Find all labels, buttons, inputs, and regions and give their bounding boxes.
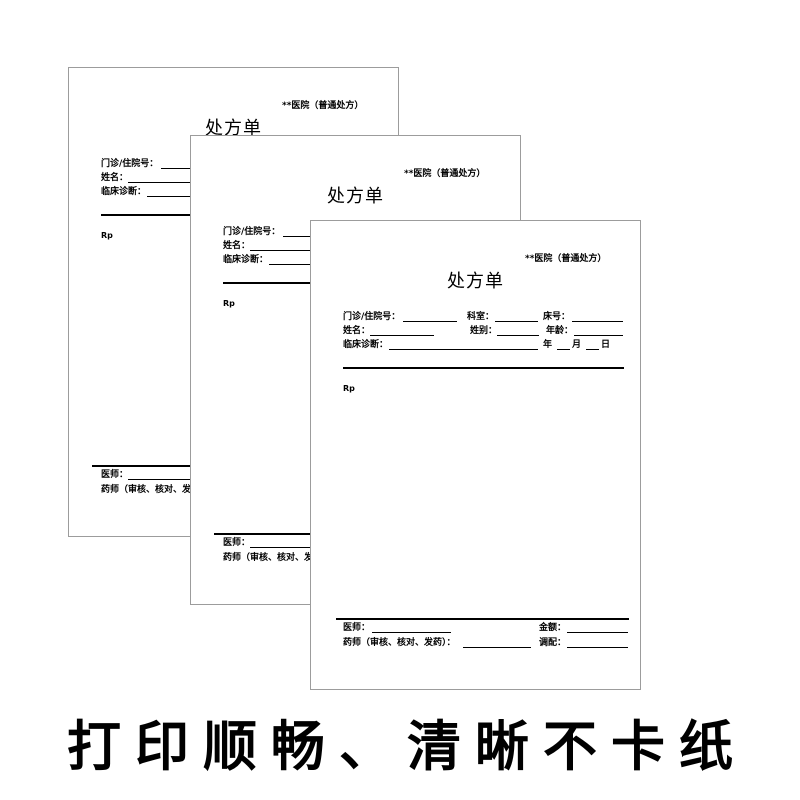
outpatient-no-label: 门诊/住院号： — [343, 312, 401, 322]
diagnosis-label: 临床诊断： — [101, 187, 147, 197]
diagnosis-label: 临床诊断： — [343, 340, 389, 350]
rp-symbol: Rp — [223, 299, 235, 308]
month-blank — [557, 349, 570, 350]
form-title: 处方单 — [447, 271, 504, 292]
outpatient-no-blank — [161, 168, 215, 169]
department-blank — [495, 321, 538, 322]
rp-symbol: Rp — [101, 231, 113, 240]
amount-blank — [567, 632, 628, 633]
month-label: 月 — [572, 340, 582, 350]
doctor-blank — [372, 632, 451, 633]
year-label: 年 — [543, 340, 553, 350]
pharmacist-label: 药师（审核、核对、发药）： — [343, 638, 456, 648]
doctor-label: 医师： — [101, 470, 129, 480]
department-label: 科室： — [467, 312, 495, 322]
hospital-label: **医院（普通处方） — [404, 169, 486, 179]
day-label: 日 — [601, 340, 611, 350]
rp-symbol: Rp — [343, 384, 355, 393]
doctor-blank — [128, 479, 209, 480]
outpatient-no-blank — [403, 321, 457, 322]
doctor-label: 医师： — [343, 623, 371, 633]
doctor-blank — [250, 547, 331, 548]
pharmacist-label: 药师（审核、核对、发 — [101, 485, 192, 495]
pharmacist-blank — [463, 647, 531, 648]
age-blank — [574, 335, 623, 336]
name-blank — [250, 250, 315, 251]
dispense-label: 调配： — [539, 638, 567, 648]
promo-caption: 打印顺畅、清晰不卡纸 — [67, 715, 747, 778]
dispense-blank — [567, 647, 628, 648]
bed-no-label: 床号： — [543, 312, 571, 322]
hospital-label: **医院（普通处方） — [282, 101, 364, 111]
name-label: 姓名： — [223, 241, 251, 251]
age-label: 年龄： — [546, 326, 574, 336]
outpatient-no-label: 门诊/住院号： — [101, 159, 159, 169]
gender-blank — [497, 335, 539, 336]
day-blank — [586, 349, 599, 350]
outpatient-no-label: 门诊/住院号： — [223, 227, 281, 237]
hospital-label: **医院（普通处方） — [525, 254, 607, 264]
doctor-label: 医师： — [223, 538, 251, 548]
pharmacist-label: 药师（审核、核对、发 — [223, 553, 314, 563]
form-title: 处方单 — [205, 118, 262, 139]
name-label: 姓名： — [343, 326, 371, 336]
diagnosis-blank — [389, 349, 538, 350]
name-blank — [370, 335, 434, 336]
name-blank — [128, 182, 193, 183]
header-separator — [343, 367, 624, 369]
amount-label: 金额： — [539, 623, 567, 633]
gender-label: 姓别： — [470, 326, 498, 336]
diagnosis-label: 临床诊断： — [223, 255, 269, 265]
form-title: 处方单 — [327, 186, 384, 207]
name-label: 姓名： — [101, 173, 129, 183]
prescription-sheet-front: **医院（普通处方） 处方单 门诊/住院号： 科室： 床号： 姓名： 姓别： 年… — [310, 220, 641, 690]
footer-separator — [336, 618, 629, 620]
bed-no-blank — [572, 321, 623, 322]
